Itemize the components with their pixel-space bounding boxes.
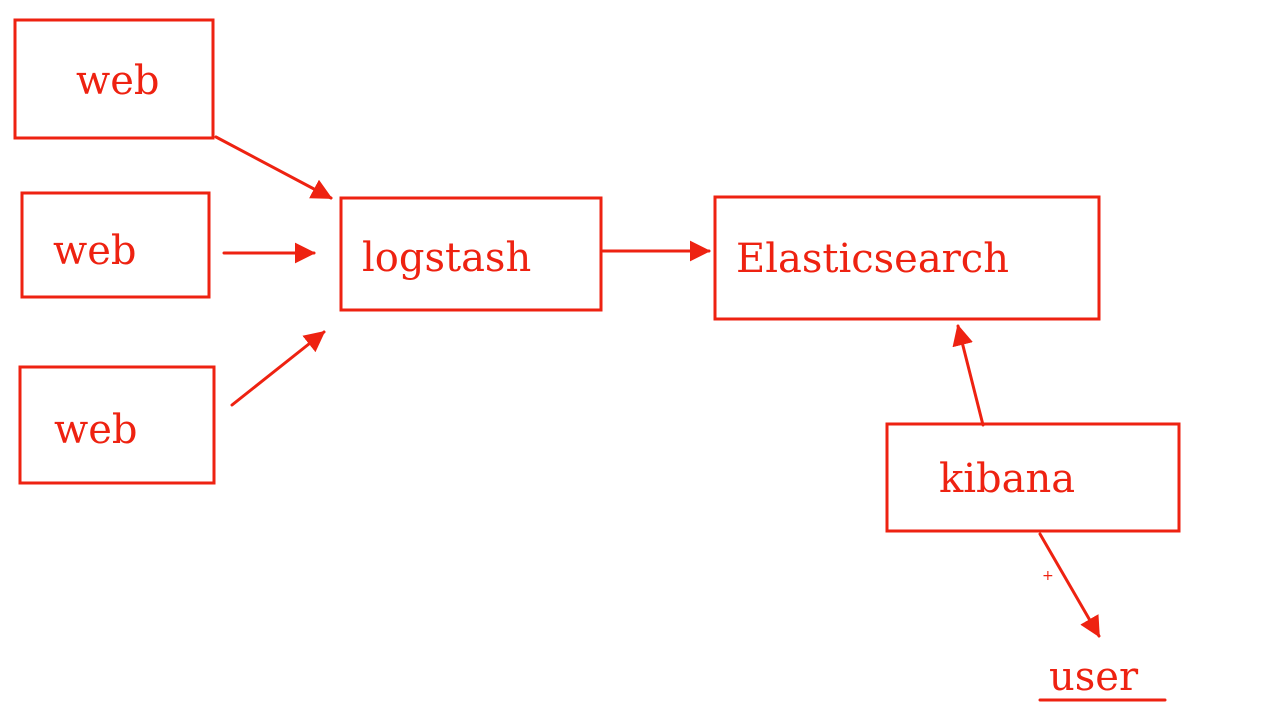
edge-web-1-to-logstash [214, 135, 333, 200]
web-3-box [18, 365, 216, 485]
kibana-label: kibana [939, 456, 1075, 502]
edge-web-3-to-logstash [230, 330, 326, 407]
node-web-3: web [18, 365, 216, 485]
kibana-box [885, 422, 1181, 533]
node-kibana: kibana [885, 422, 1181, 533]
elasticsearch-box [713, 195, 1101, 321]
web-1-label: web [76, 58, 160, 104]
logstash-box [339, 196, 603, 312]
node-user: user [1038, 654, 1167, 702]
web-1-box [13, 18, 215, 140]
edge-kibana-to-user [1038, 532, 1101, 638]
node-web-2: web [20, 191, 211, 299]
edge-kibana-to-elasticsearch [952, 324, 985, 427]
user-label: user [1049, 654, 1139, 700]
logstash-label: logstash [362, 235, 531, 281]
plus-mark: + [1042, 568, 1054, 584]
elasticsearch-label: Elasticsearch [736, 236, 1009, 282]
web-3-label: web [54, 407, 138, 453]
node-logstash: logstash [339, 196, 603, 312]
node-web-1: web [13, 18, 215, 140]
web-2-label: web [53, 228, 137, 274]
web-2-box [20, 191, 211, 299]
node-elasticsearch: Elasticsearch [713, 195, 1101, 321]
